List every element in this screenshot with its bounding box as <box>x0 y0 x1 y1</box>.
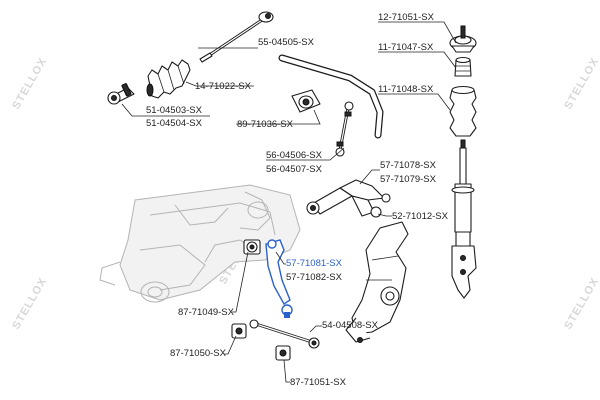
bushing-small <box>231 323 247 339</box>
control-arm-bushing-upper <box>243 239 261 255</box>
label-57-71078: 57-71078-SX <box>380 160 437 171</box>
label-51-04504: 51-04504-SX <box>146 118 203 129</box>
watermark-right-top: STELLOX <box>562 56 600 112</box>
label-55-04505: 55-04505-SX <box>258 37 315 48</box>
upper-control-arm <box>306 179 391 218</box>
label-11-71047: 11-71047-SX <box>378 42 434 53</box>
label-14-71022: 14-71022-SX <box>195 81 252 92</box>
label-51-04503: 51-04503-SX <box>146 105 203 116</box>
rack-boot <box>146 59 191 99</box>
lower-link-arm <box>249 319 320 349</box>
label-87-71050: 87-71050-SX <box>170 348 227 359</box>
label-57-71081: 57-71081-SX <box>286 258 343 269</box>
stabilizer-bar <box>278 54 384 139</box>
leader-lines <box>121 21 457 383</box>
steering-knuckle <box>345 221 409 343</box>
label-87-71051: 87-71051-SX <box>290 377 347 388</box>
label-54-04508: 54-04508-SX <box>322 320 379 331</box>
label-89-71036: 89-71036-SX <box>237 119 294 130</box>
bushing-bottom <box>275 345 291 361</box>
shock-absorber <box>451 139 477 299</box>
stabilizer-link <box>335 101 354 157</box>
label-57-71079: 57-71079-SX <box>380 174 437 185</box>
bump-stop <box>454 56 472 77</box>
label-87-71049: 87-71049-SX <box>178 307 235 318</box>
dust-boot <box>449 85 477 137</box>
inner-tie-rod <box>199 11 274 63</box>
label-56-04507: 56-04507-SX <box>266 164 323 175</box>
stabilizer-bushing <box>291 89 321 113</box>
label-12-71051: 12-71051-SX <box>378 12 435 23</box>
strut-top-mount <box>449 25 477 53</box>
label-11-71048: 11-71048-SX <box>378 84 434 95</box>
label-52-71012: 52-71012-SX <box>392 211 449 222</box>
watermark-right-bottom: STELLOX <box>562 276 600 332</box>
label-57-71082: 57-71082-SX <box>286 272 343 283</box>
label-56-04506: 56-04506-SX <box>266 150 323 161</box>
watermark-left-bottom: STELLOX <box>10 276 49 332</box>
watermark-left-top: STELLOX <box>10 56 49 112</box>
highlighted-lower-arm <box>265 239 293 318</box>
part-labels: 55-04505-SX 14-71022-SX 51-04503-SX 51-0… <box>146 12 449 388</box>
subframe-drawing <box>99 184 301 303</box>
tie-rod-end <box>107 83 135 105</box>
